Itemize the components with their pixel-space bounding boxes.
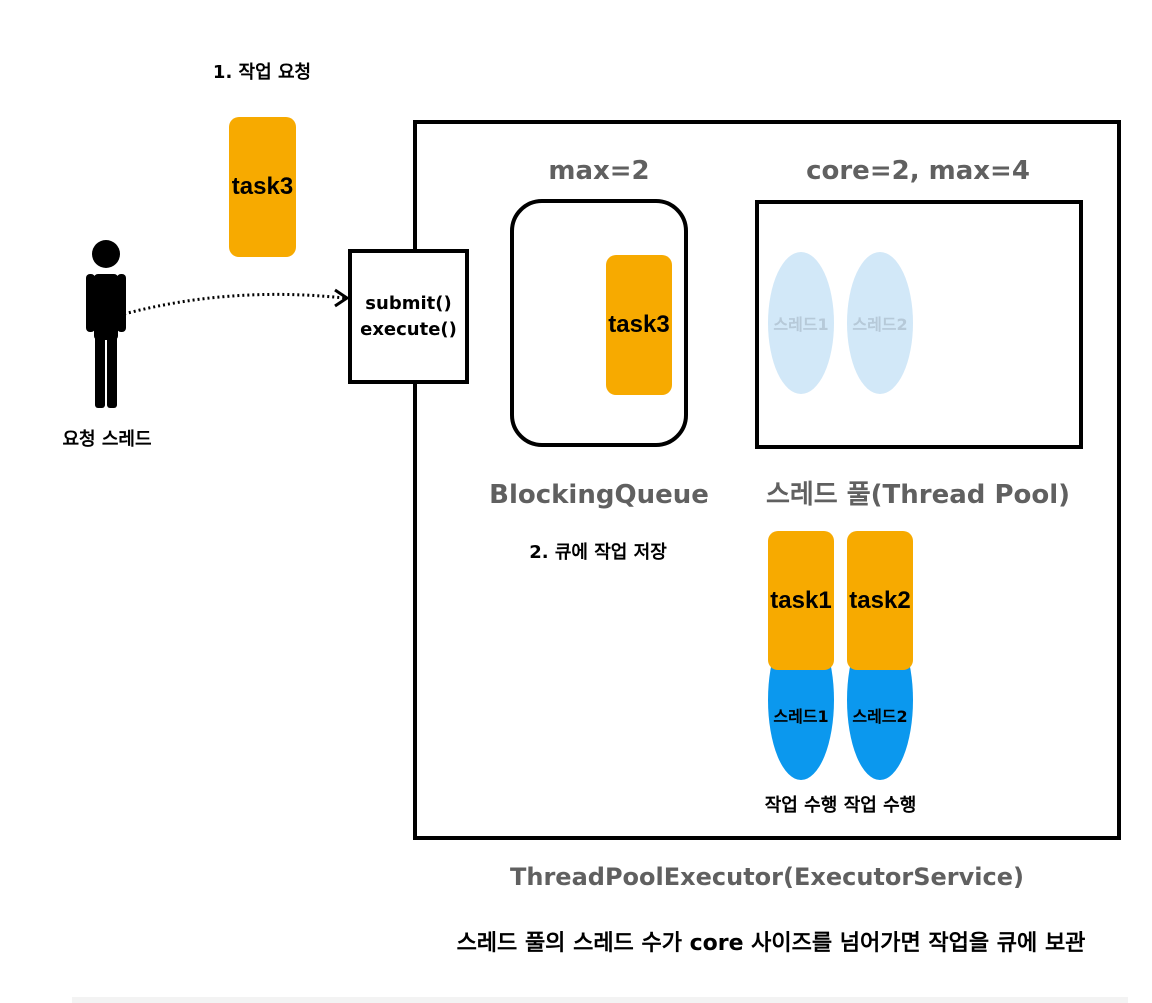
worker-thread-1-label: 스레드1 (773, 707, 829, 726)
idle-thread-2-label: 스레드2 (852, 315, 908, 334)
requester-label: 요청 스레드 (62, 429, 152, 450)
bottom-divider (72, 997, 1128, 1003)
request-arrow (123, 288, 350, 316)
person-icon (86, 240, 126, 408)
incoming-task-label: task3 (231, 173, 294, 200)
worker-1-status: 작업 수행 (764, 795, 838, 816)
executor-box (413, 120, 1121, 840)
worker-thread-2-label: 스레드2 (852, 707, 908, 726)
caption: 스레드 풀의 스레드 수가 core 사이즈를 넘어가면 작업을 큐에 보관 (456, 931, 1086, 956)
worker-task-1-label: task1 (770, 586, 832, 614)
queue-name: BlockingQueue (489, 480, 709, 510)
blocking-queue-box (510, 199, 688, 447)
submit-method-label: submit() (365, 292, 452, 314)
thread-pool-box (755, 200, 1083, 449)
entry-methods-box: submit() execute() (348, 249, 469, 384)
worker-task-1-card: task1 (768, 531, 834, 670)
queued-task-label: task3 (608, 311, 670, 338)
executor-label: ThreadPoolExecutor(ExecutorService) (510, 863, 1024, 891)
idle-thread-1: 스레드1 (768, 252, 834, 394)
idle-thread-2: 스레드2 (847, 252, 913, 394)
step1-label: 1. 작업 요청 (212, 62, 312, 83)
worker-task-2-label: task2 (849, 586, 911, 614)
incoming-task-card: task3 (229, 117, 296, 257)
pool-capacity: core=2, max=4 (806, 156, 1030, 186)
execute-method-label: execute() (360, 318, 457, 340)
worker-2-status: 작업 수행 (843, 795, 917, 816)
queued-task-card: task3 (606, 255, 672, 395)
worker-task-2-card: task2 (847, 531, 913, 670)
pool-name: 스레드 풀(Thread Pool) (765, 480, 1071, 510)
queue-capacity: max=2 (548, 156, 650, 186)
idle-thread-1-label: 스레드1 (773, 315, 829, 334)
step2-label: 2. 큐에 작업 저장 (529, 542, 667, 563)
